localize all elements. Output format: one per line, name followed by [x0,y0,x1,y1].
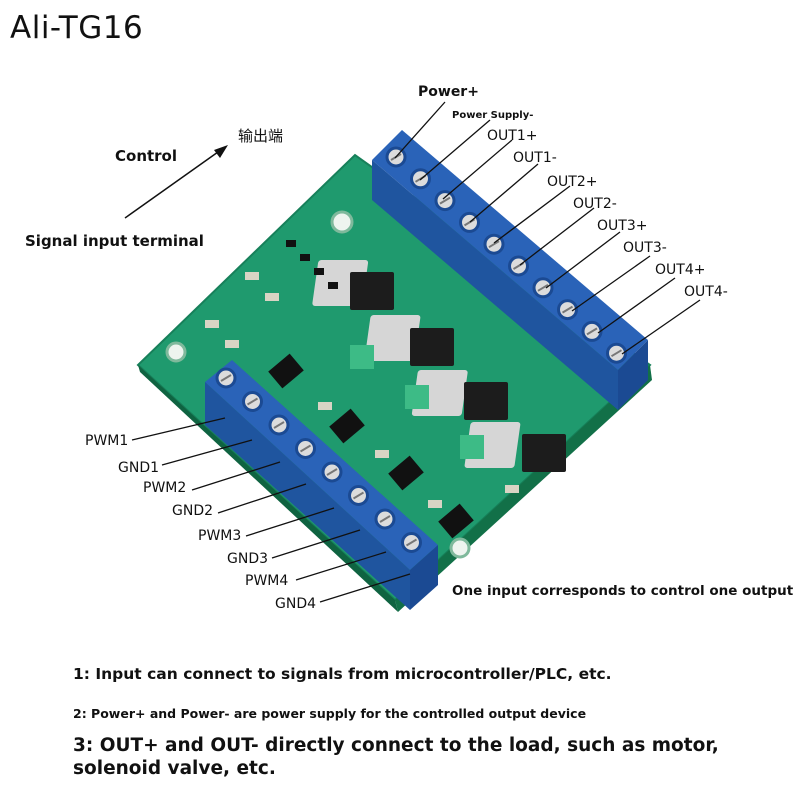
one-input-note: One input corresponds to control one out… [452,583,794,599]
out3-plus-label: OUT3+ [597,218,648,234]
mosfet-2 [364,315,454,366]
input-screw-slot-2 [246,397,259,406]
pwm4-label: PWM4 [245,573,289,589]
note-3-line-2: solenoid valve, etc. [73,758,276,779]
input-screw-slot-8 [405,538,418,547]
out1-minus-label: OUT1- [513,150,557,166]
input-screw-slot-5 [326,468,338,476]
input-screw-slot-6 [352,491,365,500]
output-screw-slot-8 [561,305,574,314]
mosfet-1 [312,260,394,310]
output-screw-slot-3 [439,196,451,205]
note-2: 2: Power+ and Power- are power supply fo… [73,706,587,721]
out3-minus-label: OUT3- [623,240,667,256]
gnd3-label: GND3 [227,551,269,567]
input-screw-slot-4 [299,444,312,453]
output-screw-slot-7 [537,283,549,292]
pcb-board [136,153,652,612]
smd-pads [205,240,519,508]
out1-plus-label: OUT1+ [487,128,538,144]
input-terminal-block [205,360,438,610]
optocouplers [268,353,474,539]
pwm3-label: PWM3 [198,528,242,544]
gnd4-label: GND4 [275,596,317,612]
power-plus-label: Power+ [418,84,479,100]
control-label: Control [115,147,178,165]
product-title: Ali-TG16 [10,10,144,46]
output-screw-slot-9 [586,327,598,336]
output-leader-lines [394,101,701,355]
out2-plus-label: OUT2+ [547,174,598,190]
out4-plus-label: OUT4+ [655,262,706,278]
output-terminal-cn-label: 输出端 [238,127,284,145]
input-screw-slot-7 [379,515,391,523]
output-screw-slot-5 [488,240,500,249]
mosfet-row [312,260,566,472]
output-screw-slot-10 [610,349,623,358]
signal-input-terminal-label: Signal input terminal [25,232,204,250]
pwm1-label: PWM1 [85,433,129,449]
input-leader-lines [131,417,411,603]
input-screw-slot-1 [220,374,232,382]
out2-minus-label: OUT2- [573,196,617,212]
input-screws [215,367,422,553]
note-3-line-1: 3: OUT+ and OUT- directly connect to the… [73,735,719,756]
gnd1-label: GND1 [118,460,160,476]
out4-minus-label: OUT4- [684,284,728,300]
power-supply-minus-label: Power Supply- [452,110,534,121]
gnd2-label: GND2 [172,503,214,519]
note-1: 1: Input can connect to signals from mic… [73,665,612,683]
input-screw-slot-3 [273,421,285,429]
pwm2-label: PWM2 [143,480,187,496]
control-arrow [124,145,228,219]
